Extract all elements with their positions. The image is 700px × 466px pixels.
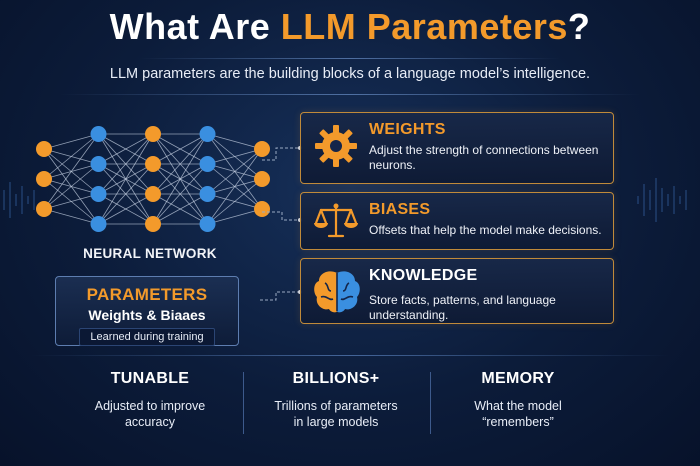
column-separator [243, 372, 244, 434]
network-edge [152, 133, 208, 165]
title-text: What Are [109, 6, 281, 47]
network-edge [207, 148, 263, 195]
billions-title: BILLIONS+ [292, 370, 380, 387]
network-node [90, 186, 107, 202]
network-edge [152, 133, 208, 225]
network-edge [43, 133, 99, 150]
network-node [254, 141, 270, 157]
gear-icon [311, 121, 361, 176]
network-edge [207, 148, 263, 225]
biases-title: BIASES [369, 201, 431, 218]
biases-card: BIASES Offsets that help the model make … [300, 192, 614, 250]
network-node [254, 201, 270, 217]
network-node [145, 126, 161, 142]
neural-network-diagram [36, 126, 270, 232]
network-node [36, 171, 52, 187]
network-node [254, 171, 270, 187]
weights-description: Adjust the strength of connections betwe… [369, 143, 599, 172]
title-rule [140, 58, 560, 59]
network-node [145, 186, 161, 202]
subtitle: LLM parameters are the building blocks o… [109, 66, 591, 82]
network-edge [98, 193, 154, 225]
network-node [90, 126, 107, 142]
brain-icon [311, 267, 363, 322]
parameters-title: PARAMETERS [86, 285, 208, 304]
scales-icon [311, 201, 361, 246]
tunable-column: TUNABLE Adjusted to improve accuracy [50, 370, 250, 430]
network-edge [43, 133, 99, 210]
billions-column: BILLIONS+ Trillions of parameters in lar… [236, 370, 436, 430]
network-edge [43, 163, 99, 210]
billions-description: Trillions of parameters in large models [274, 399, 398, 429]
network-edge [207, 178, 263, 225]
network-edge [43, 208, 99, 225]
network-edge [152, 133, 208, 195]
network-node [199, 186, 216, 202]
memory-title: MEMORY [481, 370, 555, 387]
network-node [145, 216, 161, 232]
network-edge [207, 208, 263, 225]
knowledge-card: KNOWLEDGE Store facts, patterns, and lan… [300, 258, 614, 324]
network-edge [43, 193, 99, 210]
network-node [145, 156, 161, 172]
weights-card: WEIGHTS Adjust the strength of connectio… [300, 112, 614, 184]
network-node [199, 216, 216, 232]
left-wave-decoration [3, 182, 35, 218]
network-edge [98, 163, 154, 225]
biases-description: Offsets that help the model make decisio… [369, 223, 602, 237]
weights-title: WEIGHTS [369, 121, 446, 138]
page-title: What Are LLM Parameters? [0, 6, 700, 48]
network-node [36, 201, 52, 217]
network-node [90, 156, 107, 172]
parameters-box: PARAMETERS Weights & Biaaes Learned duri… [55, 276, 239, 346]
title-end: ? [567, 6, 591, 47]
network-edge [152, 163, 208, 225]
parameters-note: Learned during training [79, 328, 215, 346]
tunable-description: Adjusted to improve accuracy [94, 399, 206, 429]
network-node [36, 141, 52, 157]
section-divider [30, 355, 670, 356]
connectors [260, 146, 302, 301]
network-edge [207, 148, 263, 165]
subtitle-rule [60, 94, 640, 95]
knowledge-description: Store facts, patterns, and language unde… [369, 293, 556, 322]
network-edge [98, 133, 154, 195]
neural-network-label: NEURAL NETWORK [83, 246, 217, 261]
knowledge-title: KNOWLEDGE [369, 267, 478, 284]
parameters-subtitle: Weights & Biaaes [88, 307, 206, 323]
column-separator [430, 372, 431, 434]
network-node [199, 156, 216, 172]
tunable-title: TUNABLE [110, 370, 190, 387]
network-edge [98, 133, 154, 165]
network-node [90, 216, 107, 232]
network-edge [207, 133, 263, 150]
network-edge [152, 193, 208, 225]
network-edge [98, 133, 154, 225]
memory-column: MEMORY What the model “remembers” [418, 370, 618, 430]
network-edge [43, 133, 99, 180]
memory-description: What the model “remembers” [474, 399, 562, 429]
title-highlight: LLM Parameters [280, 6, 568, 47]
network-node [199, 126, 216, 142]
right-wave-decoration [637, 178, 687, 222]
